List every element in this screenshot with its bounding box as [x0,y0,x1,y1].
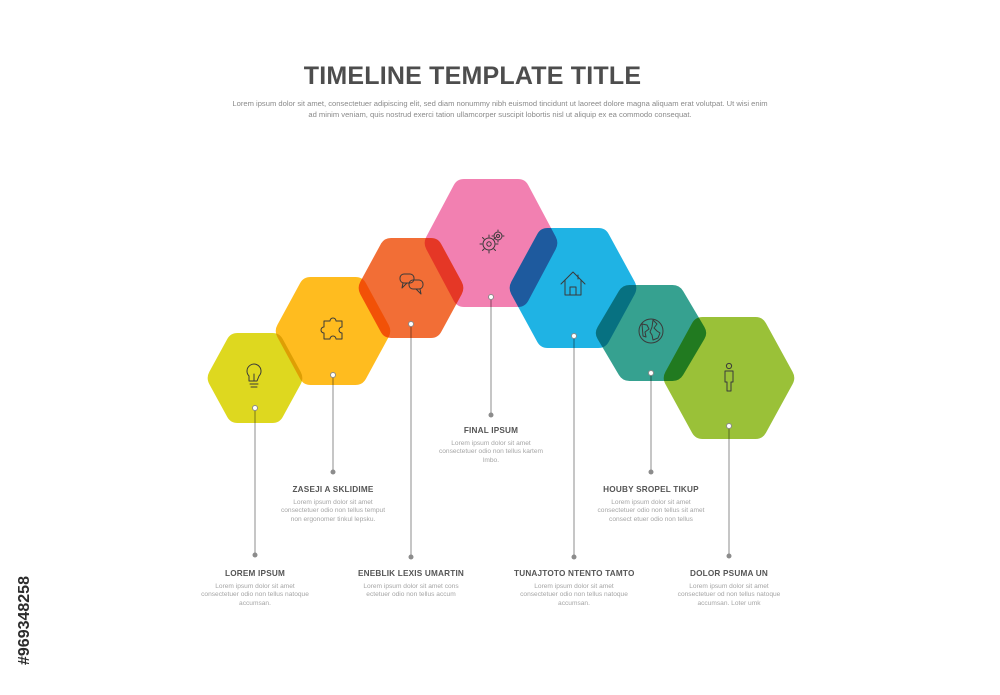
step-text-3: Lorem ipsum dolor sit amet cons ectetuer… [363,583,459,599]
step-heading-1: LOREM IPSUM [225,569,285,578]
top-dot-1 [252,405,258,411]
top-dot-4 [488,294,494,300]
step-text-7: Lorem ipsum dolor sit amet consectetuer … [677,583,781,607]
step-heading-6: HOUBY SROPEL TIKUP [603,485,699,494]
step-text-1: Lorem ipsum dolor sit amet consectetuer … [201,583,309,607]
end-dot-6 [648,469,654,475]
speech-bubbles-icon [399,273,424,295]
gears-icon [479,229,505,254]
top-dot-2 [330,372,336,378]
step-heading-2: ZASEJI A SKLIDIME [292,485,374,494]
top-dot-3 [408,321,414,327]
step-label-7: DOLOR PSUMA UN Lorem ipsum dolor sit ame… [674,569,784,608]
puzzle-icon [320,317,343,340]
step-heading-7: DOLOR PSUMA UN [689,569,768,578]
top-dot-7 [726,423,732,429]
page-title: TIMELINE TEMPLATE TITLE [303,62,642,90]
end-dots [252,412,732,560]
hexagon-step-1 [207,333,303,423]
stock-id-label: #969348258 [16,576,33,665]
end-dot-7 [726,553,732,559]
step-heading-4: FINAL IPSUM [463,426,519,435]
end-dot-3 [408,554,414,560]
step-heading-5: TUNAJTOTO NTENTO TAMTO [514,569,635,578]
step-label-5: TUNAJTOTO NTENTO TAMTO Lorem ipsum dolor… [514,569,634,608]
end-dot-2 [330,469,336,475]
connector-lines [254,298,730,556]
step-label-2: ZASEJI A SKLIDIME Lorem ipsum dolor sit … [278,485,388,524]
top-dot-5 [571,333,577,339]
end-dot-1 [252,552,258,558]
hexagon-step-2 [275,277,391,385]
hexagon-step-7 [663,317,795,439]
page-subtitle: Lorem ipsum dolor sit amet, consectetuer… [232,99,768,119]
step-heading-3: ENEBLIK LEXIS UMARTIN [357,569,465,578]
end-dot-4 [488,412,494,418]
top-dot-6 [648,370,654,376]
house-icon [560,271,586,296]
lightbulb-icon [246,363,262,388]
connector-dots [252,294,732,429]
step-text-4: Lorem ipsum dolor sit amet consectetuer … [438,440,544,464]
hexagon-group [207,179,795,439]
step-text-6: Lorem ipsum dolor sit amet consectetuer … [597,499,705,523]
step-text-2: Lorem ipsum dolor sit amet consectetuer … [280,499,386,523]
globe-icon [638,318,664,344]
person-icon [724,362,734,392]
step-text-5: Lorem ipsum dolor sit amet consectetuer … [520,583,628,607]
step-label-1: LOREM IPSUM Lorem ipsum dolor sit amet c… [200,569,310,608]
step-label-3: ENEBLIK LEXIS UMARTIN Lorem ipsum dolor … [356,569,466,600]
step-label-4: FINAL IPSUM Lorem ipsum dolor sit amet c… [436,426,546,465]
step-label-6: HOUBY SROPEL TIKUP Lorem ipsum dolor sit… [596,485,706,524]
end-dot-5 [571,554,577,560]
